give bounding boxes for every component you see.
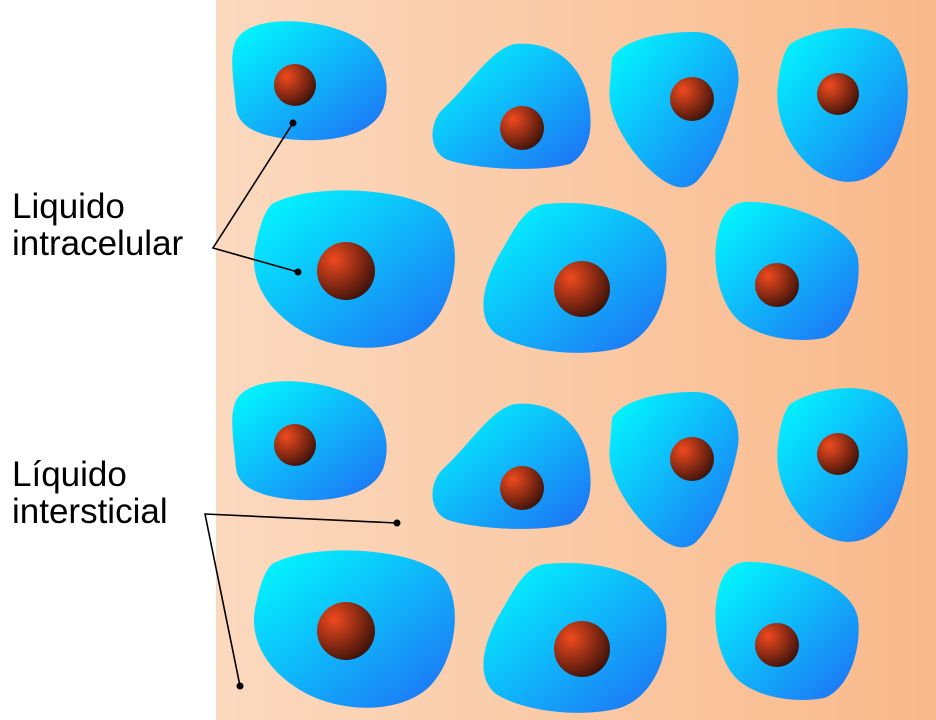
nucleus-icon: [670, 437, 714, 481]
nucleus-icon: [817, 433, 859, 475]
cell-icon: [253, 190, 455, 348]
leader-dot-intracellular-upper: [289, 119, 297, 127]
leader-dot-intracellular-lower: [294, 268, 302, 276]
label-interstitial-fluid: Líquido intersticial: [12, 456, 168, 530]
nucleus-icon: [554, 621, 610, 677]
leader-lines-group: [204, 119, 401, 690]
nucleus-icon: [317, 242, 375, 300]
leader-dot-interstitial-upper: [393, 519, 401, 527]
cell-icon: [777, 28, 908, 182]
cell-icon: [432, 43, 591, 169]
nucleus-icon: [670, 77, 714, 121]
cells-group: [232, 21, 908, 713]
nucleus-icon: [554, 261, 610, 317]
label-intracellular-line-2: intracelular: [12, 224, 184, 263]
cell-icon: [483, 203, 667, 353]
nucleus-icon: [317, 602, 375, 660]
cell-icon: [609, 392, 739, 548]
nucleus-icon: [755, 263, 799, 307]
cell-body: [432, 43, 591, 169]
cell-icon: [483, 563, 667, 713]
leader-line-interstitial-lower: [204, 513, 241, 687]
cell-icon: [253, 550, 455, 708]
leader-line-intracellular-upper: [212, 122, 294, 249]
nucleus-icon: [274, 424, 316, 466]
label-interstitial-line-1: Líquido: [12, 455, 127, 494]
nucleus-icon: [274, 64, 316, 106]
nucleus-icon: [755, 623, 799, 667]
cell-icon: [777, 388, 908, 542]
cell-icon: [609, 32, 739, 188]
cell-icon: [715, 201, 859, 340]
cell-icon: [432, 403, 591, 529]
leader-dot-interstitial-lower: [236, 682, 244, 690]
cell-body: [432, 403, 591, 529]
label-intracellular-line-1: Liquido: [12, 187, 125, 226]
leader-line-intracellular-lower: [212, 247, 299, 273]
nucleus-icon: [817, 73, 859, 115]
cell-icon: [232, 381, 387, 501]
nucleus-icon: [500, 106, 544, 150]
cell-icon: [715, 561, 859, 700]
label-intracellular-fluid: Liquido intracelular: [12, 188, 183, 262]
cell-icon: [232, 21, 387, 141]
nucleus-icon: [500, 466, 544, 510]
label-interstitial-line-2: intersticial: [12, 492, 168, 531]
leader-line-interstitial-upper: [204, 513, 398, 524]
